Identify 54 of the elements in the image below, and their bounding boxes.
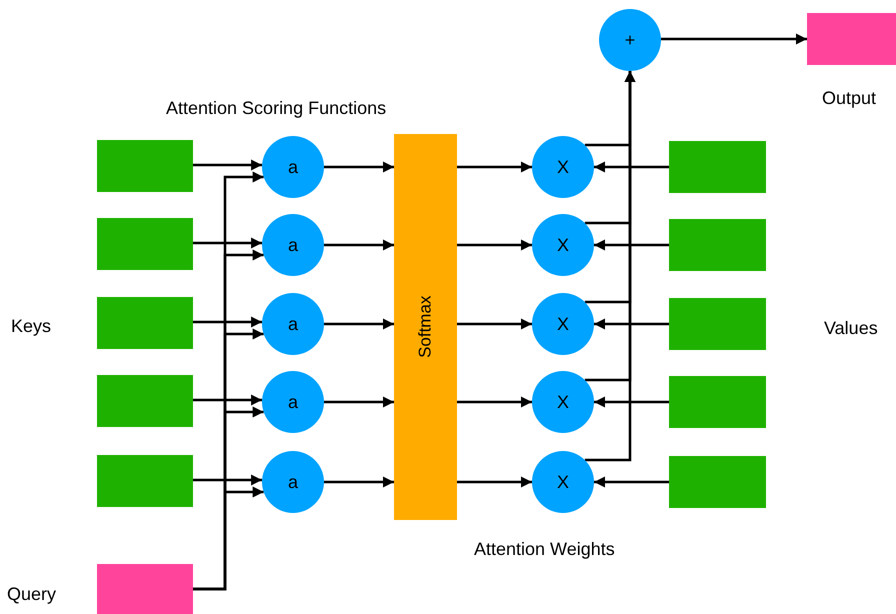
arrow bbox=[594, 318, 669, 330]
arrow bbox=[594, 476, 669, 488]
node-label: a bbox=[288, 312, 298, 336]
node-label: a bbox=[288, 390, 298, 414]
text-label: Query bbox=[7, 583, 56, 606]
node-label: X bbox=[556, 470, 569, 494]
arrow bbox=[193, 238, 262, 248]
arrow bbox=[457, 396, 532, 408]
node-label: a bbox=[288, 470, 298, 494]
key-box bbox=[97, 140, 193, 192]
key-box bbox=[97, 218, 193, 270]
arrow bbox=[457, 476, 532, 488]
key-box bbox=[669, 298, 766, 350]
arrow bbox=[584, 71, 636, 462]
node-label: X bbox=[556, 156, 569, 178]
io-box bbox=[807, 13, 896, 65]
node-label: a bbox=[288, 234, 298, 256]
arrow bbox=[457, 240, 532, 250]
node-label: + bbox=[624, 28, 636, 52]
arrow bbox=[193, 160, 262, 170]
node-label: a bbox=[288, 156, 298, 178]
key-box bbox=[97, 455, 193, 507]
text-label: Keys bbox=[11, 315, 52, 338]
arrow bbox=[324, 162, 394, 172]
key-box bbox=[97, 375, 193, 427]
arrow bbox=[193, 486, 264, 590]
node-label: X bbox=[556, 234, 569, 256]
arrow bbox=[193, 394, 262, 406]
key-box bbox=[669, 376, 766, 428]
key-box bbox=[97, 297, 193, 349]
text-label: Attention Weights bbox=[474, 538, 615, 561]
arrow bbox=[324, 476, 394, 488]
arrow bbox=[324, 240, 394, 250]
io-box bbox=[97, 564, 193, 614]
node-label: Softmax bbox=[414, 296, 436, 358]
arrow bbox=[594, 162, 669, 172]
arrow bbox=[324, 396, 394, 408]
text-label: Values bbox=[824, 317, 878, 340]
arrow bbox=[594, 396, 669, 408]
softmax-bar bbox=[394, 134, 457, 520]
arrow bbox=[324, 318, 394, 330]
key-box bbox=[669, 141, 766, 193]
arrow bbox=[594, 240, 669, 250]
arrow bbox=[457, 318, 532, 330]
key-box bbox=[669, 456, 766, 508]
text-label: Attention Scoring Functions bbox=[166, 97, 386, 120]
node-label: X bbox=[556, 312, 569, 336]
arrow bbox=[457, 162, 532, 172]
arrow bbox=[193, 316, 262, 328]
arrow bbox=[193, 474, 262, 486]
text-label: Output bbox=[822, 87, 876, 110]
arrow bbox=[661, 34, 807, 44]
key-box bbox=[669, 219, 766, 271]
node-label: X bbox=[556, 390, 569, 414]
